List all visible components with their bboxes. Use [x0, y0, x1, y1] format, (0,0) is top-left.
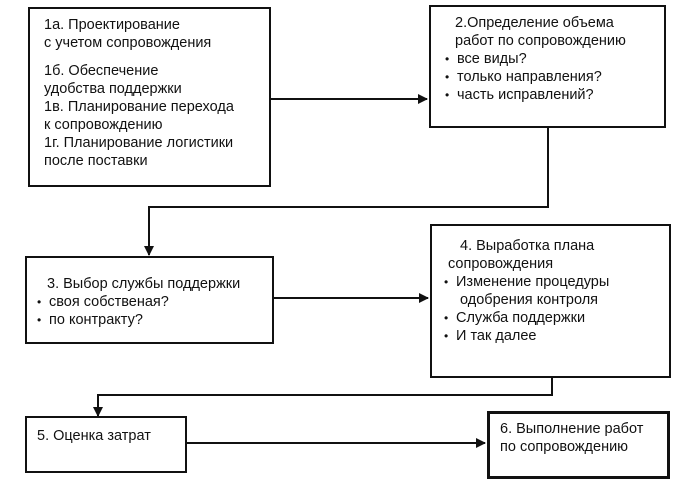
- box-maintenance-plan: 4. Выработка плана сопровождения •Измене…: [430, 224, 671, 378]
- box3-title: 3. Выбор службы поддержки: [47, 276, 241, 292]
- bullet-icon: •: [445, 52, 450, 66]
- box1-line-8: после поставки: [44, 153, 148, 169]
- bullet-icon: •: [37, 313, 42, 327]
- box4-bullet-1: •Изменение процедуры: [444, 274, 610, 290]
- bullet-icon: •: [444, 311, 449, 325]
- box1-line-6: к сопровождению: [44, 117, 163, 133]
- box2-title-1: 2.Определение объема: [455, 15, 614, 31]
- box1-line-4: удобства поддержки: [44, 81, 182, 97]
- box1-line-7: 1г. Планирование логистики: [44, 135, 234, 151]
- box6-line-2: по сопровождению: [500, 439, 629, 455]
- arrow-2-to-3: [144, 127, 549, 256]
- box2-bullet-2: •только направления?: [445, 69, 602, 85]
- box4-title-1: 4. Выработка плана: [460, 238, 595, 254]
- box5-label: 5. Оценка затрат: [37, 428, 151, 444]
- bullet-icon: •: [444, 275, 449, 289]
- bullet-icon: •: [37, 295, 42, 309]
- box2-bullet-1: •все виды?: [445, 51, 527, 67]
- box-cost-estimate: 5. Оценка затрат: [25, 416, 187, 473]
- box6-line-1: 6. Выполнение работ: [500, 421, 644, 437]
- bullet-icon: •: [444, 329, 449, 343]
- box4-bullet-2: •Служба поддержки: [444, 310, 586, 326]
- box-support-selection: 3. Выбор службы поддержки •своя собствен…: [25, 256, 274, 344]
- box3-bullet-2: •по контракту?: [37, 312, 143, 328]
- box2-title-2: работ по сопровождению: [455, 33, 626, 49]
- box1-line-5: 1в. Планирование перехода: [44, 99, 234, 115]
- box4-title-2: сопровождения: [448, 256, 554, 272]
- box-maintenance-execution: 6. Выполнение работ по сопровождению: [487, 411, 670, 479]
- bullet-icon: •: [445, 70, 450, 84]
- box2-bullet-3: •часть исправлений?: [445, 87, 594, 103]
- arrow-4-to-5: [93, 378, 553, 417]
- bullet-icon: •: [445, 88, 450, 102]
- box3-bullet-1: •своя собственая?: [37, 294, 169, 310]
- box1-line-2: с учетом сопровождения: [44, 35, 212, 51]
- box4-bullet-1-cont: одобрения контроля: [460, 292, 599, 308]
- box1-line-1: 1а. Проектирование: [44, 17, 180, 33]
- box-scope-definition: 2.Определение объема работ по сопровожде…: [429, 5, 666, 128]
- box-design-stage: 1а. Проектирование с учетом сопровождени…: [28, 7, 271, 187]
- box1-line-3: 1б. Обеспечение: [44, 63, 159, 79]
- box4-bullet-3: •И так далее: [444, 328, 537, 344]
